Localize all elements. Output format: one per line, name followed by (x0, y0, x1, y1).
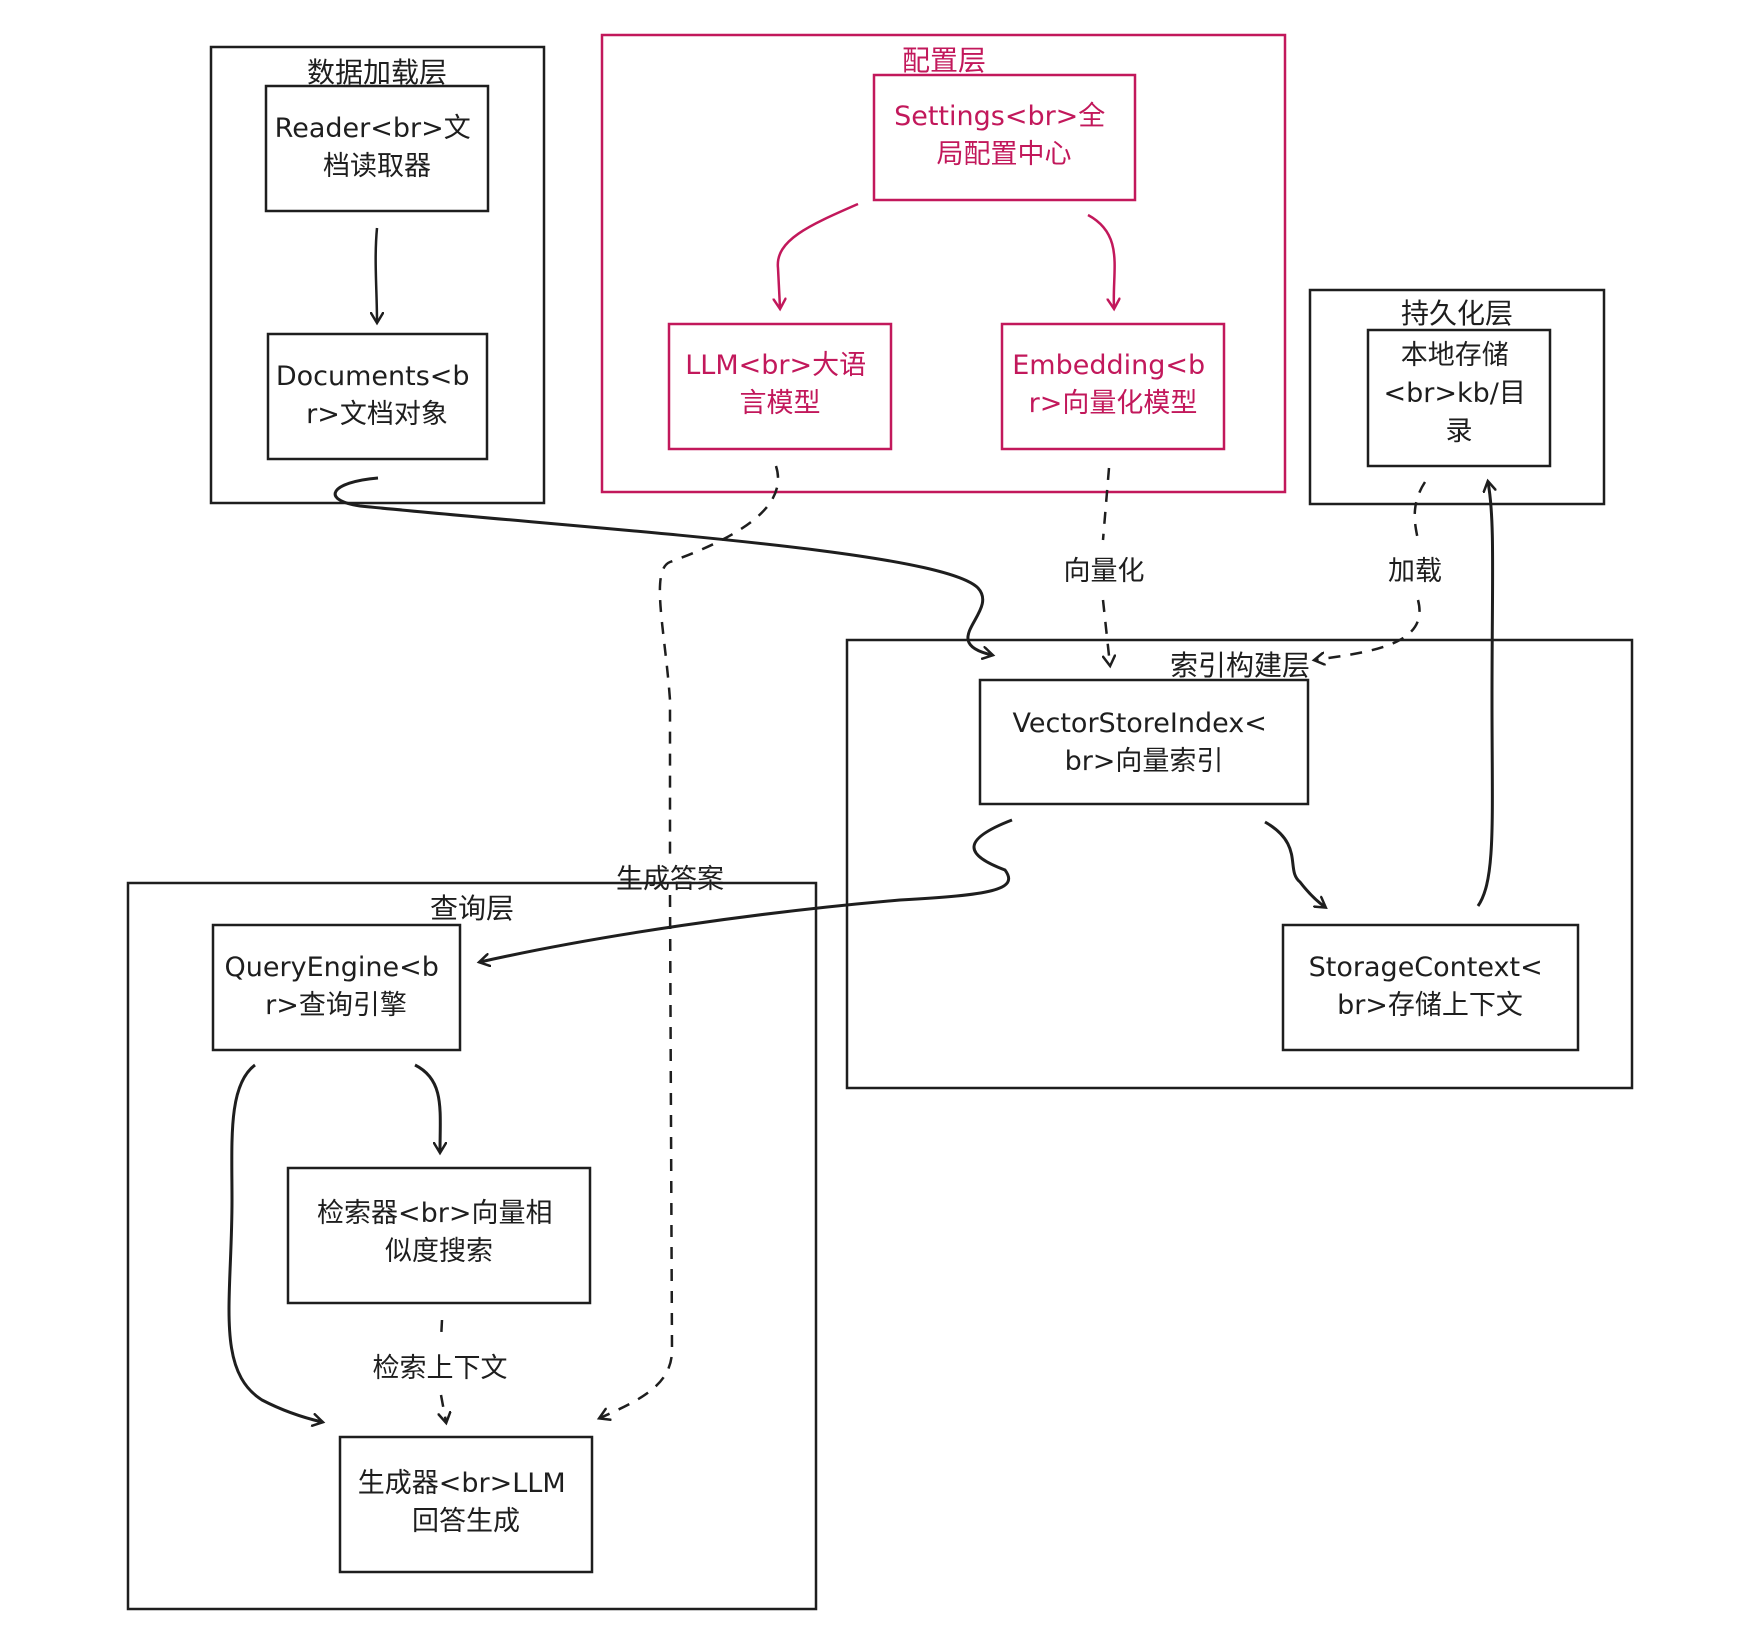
node-query-engine-line-1: QueryEngine<b (225, 952, 439, 983)
node-vector-index: VectorStoreIndex< br>向量索引 (978, 678, 1310, 806)
edge-label-vectorize: 向量化 (1064, 556, 1145, 587)
svg-text:LLM<br>大语 言模型: LLM<br>大语 言模型 (685, 350, 874, 419)
node-embedding: Embedding<b r>向量化模型 (1000, 322, 1226, 451)
edge-label-retrieve-context: 检索上下文 (373, 1353, 508, 1384)
edge-label-load: 加载 (1388, 556, 1442, 587)
node-generator: 生成器<br>LLM 回答生成 (338, 1435, 594, 1574)
group-persist (1308, 288, 1606, 506)
svg-text:Reader<br>文 档读取器: Reader<br>文 档读取器 (275, 113, 480, 182)
edge-reader-documents (376, 227, 377, 322)
node-query-engine-line-2: r>查询引擎 (265, 990, 407, 1021)
svg-text:Embedding<b r>向量化模型: Embedding<b r>向量化模型 (1012, 350, 1214, 419)
svg-text:本地存储 <br>kb/目 录: 本地存储 <br>kb/目 录 (1384, 340, 1535, 447)
svg-text:QueryEngine<b r>查询引擎: QueryEngine<b r>查询引擎 (225, 952, 448, 1021)
node-local-storage: 本地存储 <br>kb/目 录 (1366, 328, 1552, 468)
group-data-load (209, 45, 546, 505)
edge-settings-llm (778, 202, 859, 308)
svg-text:Documents<b r>文档对象: Documents<b r>文档对象 (276, 361, 478, 430)
svg-text:生成器<br>LLM 回答生成: 生成器<br>LLM 回答生成 (358, 1468, 574, 1537)
group-title-index: 索引构建层 (1170, 649, 1310, 682)
node-reader-line-2: 档读取器 (323, 151, 431, 182)
node-local-storage-line-3: 录 (1446, 416, 1473, 447)
node-vector-index-line-1: VectorStoreIndex< (1013, 708, 1267, 739)
node-generator-line-2: 回答生成 (412, 1506, 520, 1537)
edge-index-query (480, 818, 1013, 962)
edge-storage-index (1315, 481, 1427, 660)
svg-text:检索器<br>向量相 似度搜索: 检索器<br>向量相 似度搜索 (317, 1198, 561, 1267)
node-documents-line-2: r>文档对象 (306, 399, 448, 430)
svg-text:StorageContext< br>存储上下文: StorageContext< br>存储上下文 (1309, 952, 1552, 1021)
group-title-query: 查询层 (430, 892, 514, 925)
node-documents: Documents<b r>文档对象 (266, 332, 489, 461)
svg-text:Settings<br>全 局配置中心: Settings<br>全 局配置中心 (894, 101, 1114, 170)
node-query-engine: QueryEngine<b r>查询引擎 (211, 923, 462, 1052)
node-llm-line-1: LLM<br>大语 (685, 350, 866, 381)
node-llm: LLM<br>大语 言模型 (667, 322, 893, 451)
node-local-storage-line-2: <br>kb/目 (1384, 378, 1526, 409)
node-storage-context-line-1: StorageContext< (1309, 952, 1543, 983)
svg-text:VectorStoreIndex< br>向量索: VectorStoreIndex< br>向量索引 (1013, 708, 1276, 777)
node-retriever: 检索器<br>向量相 似度搜索 (286, 1166, 592, 1305)
node-generator-line-1: 生成器<br>LLM (358, 1468, 566, 1499)
edge-llm-generator (600, 465, 780, 1418)
node-retriever-line-1: 检索器<br>向量相 (317, 1198, 553, 1229)
edge-context-storage (1476, 482, 1493, 907)
node-storage-context-line-2: br>存储上下文 (1337, 990, 1523, 1021)
group-title-persist: 持久化层 (1401, 297, 1513, 330)
node-retriever-line-2: 似度搜索 (385, 1236, 493, 1267)
group-query (126, 881, 818, 1611)
edge-index-context (1264, 820, 1325, 907)
edge-label-generate-answer: 生成答案 (616, 864, 724, 895)
node-settings: Settings<br>全 局配置中心 (872, 73, 1137, 202)
node-documents-line-1: Documents<b (276, 361, 470, 392)
node-reader: Reader<br>文 档读取器 (264, 84, 490, 213)
node-reader-line-1: Reader<br>文 (275, 113, 471, 144)
group-title-config: 配置层 (902, 44, 986, 77)
group-config (600, 33, 1287, 494)
node-llm-line-2: 言模型 (740, 388, 821, 419)
edge-embedding-index (1103, 467, 1110, 665)
group-index (845, 638, 1634, 1090)
node-storage-context: StorageContext< br>存储上下文 (1281, 923, 1580, 1052)
edge-documents-index (333, 476, 992, 655)
node-local-storage-line-1: 本地存储 (1401, 340, 1509, 371)
node-embedding-line-1: Embedding<b (1012, 350, 1205, 381)
node-settings-line-2: 局配置中心 (937, 139, 1072, 170)
node-vector-index-line-2: br>向量索引 (1065, 746, 1224, 777)
group-title-data-load: 数据加载层 (307, 56, 447, 89)
edge-settings-embedding (1087, 213, 1115, 308)
edge-query-retriever (414, 1063, 440, 1152)
edge-query-generator (227, 1063, 322, 1422)
node-embedding-line-2: r>向量化模型 (1029, 388, 1198, 419)
edge-retriever-generator (441, 1319, 446, 1422)
node-settings-line-1: Settings<br>全 (894, 101, 1105, 132)
